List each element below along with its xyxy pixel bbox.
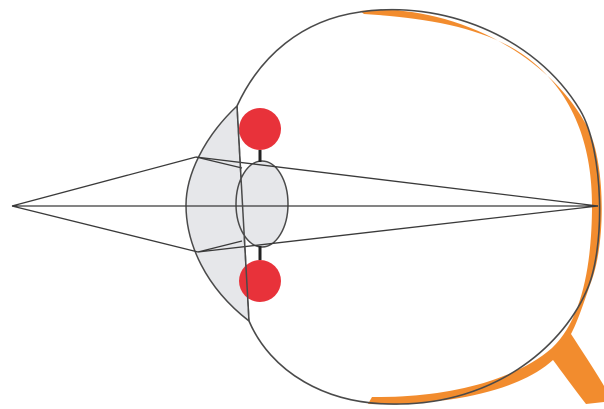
optical-rays — [12, 157, 598, 252]
ciliary-muscle-top — [239, 108, 281, 150]
ray-upper-entry — [12, 157, 196, 206]
retina-choroid-layer — [360, 10, 604, 404]
ray-lower-entry — [12, 206, 198, 252]
eyeball-outline — [237, 10, 600, 404]
